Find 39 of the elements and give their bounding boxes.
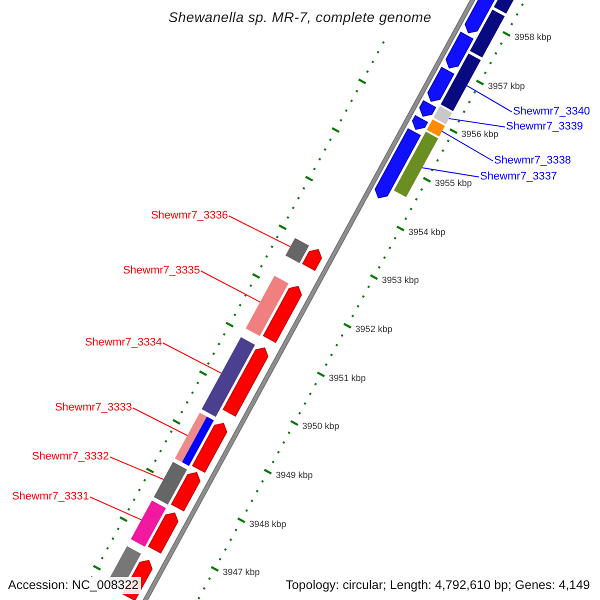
gene-box [130,500,166,547]
gene-box [434,106,452,124]
leader-line [90,496,142,520]
gene-label: Shewmr7_3334 [84,336,162,350]
gene-box [426,119,445,137]
map-title: Shewanella sp. MR-7, complete genome [168,9,432,25]
tick-label: 3956 kbp [461,129,498,140]
gene-label: Shewmr7_3332 [32,450,109,464]
leader-line [442,130,494,162]
footer-text: Topology: circular; Length: 4,792,610 bp; Genes: 4,149 [284,577,592,594]
gene-label: Shewmr7_3339 [506,120,584,134]
gene-label: Shewmr7_3338 [494,154,572,168]
tick-label: 3955 kbp [434,178,472,190]
leader-line [448,118,506,128]
leader-line [422,167,480,178]
leader-line [466,85,512,112]
gene-box [154,462,187,505]
tick-label: 3952 kbp [355,324,392,336]
leader-line [228,216,291,248]
leader-line [162,342,222,374]
tick-label: 3951 kbp [328,372,366,384]
tick-label: 3947 kbp [222,567,260,578]
tick-label: 3954 kbp [408,226,446,238]
leader-line [110,456,164,480]
tick-label: 3950 kbp [302,421,340,432]
gene-label: Shewmr7_3337 [480,170,558,184]
tick-label: 3949 kbp [276,470,313,481]
gene-label: Shewmr7_3335 [122,264,200,278]
leader-line [132,408,188,436]
tick-label: 3953 kbp [382,275,419,286]
gene-label: Shewmr7_3336 [150,210,228,222]
leader-line [200,270,261,303]
tick-label: 3948 kbp [249,518,286,530]
footer-text: Accession: NC_008322 [6,577,141,594]
gene-label: Shewmr7_3333 [54,402,132,414]
tick-label: 3958 kbp [514,32,552,44]
tick-label: 3957 kbp [488,80,525,92]
gene-label: Shewmr7_3340 [513,106,590,118]
gene-label: Shewmr7_3331 [12,490,89,504]
